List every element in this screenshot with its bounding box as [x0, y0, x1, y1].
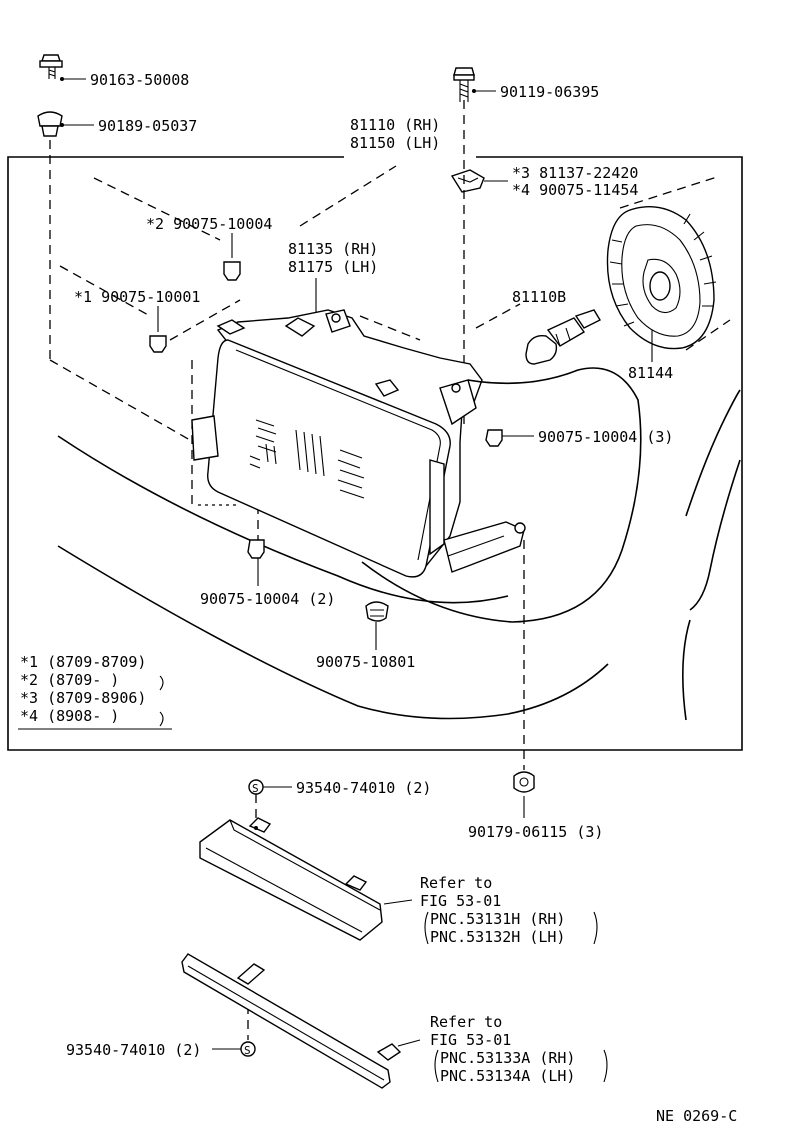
part-number: *2 90075-10004	[146, 215, 272, 233]
svg-text:PNC.53132H (LH): PNC.53132H (LH)	[430, 928, 565, 946]
part-number: 81135 (RH)	[288, 240, 378, 258]
s-marker: S	[248, 779, 264, 795]
headlamp-icon	[191, 309, 526, 578]
socket-cover-icon	[606, 206, 717, 350]
clip-icon	[450, 169, 508, 193]
part-number: *4 90075-11454	[512, 181, 638, 199]
part-number: 81175 (LH)	[288, 258, 378, 276]
nut-icon	[149, 335, 167, 353]
main-frame	[7, 156, 743, 751]
part-number: 90119-06395	[500, 83, 599, 101]
svg-text:S: S	[252, 782, 259, 795]
reference-note: Refer to FIG 53-01 PNC.53133A (RH) PNC.5…	[430, 1013, 608, 1085]
clip-icon	[37, 111, 94, 137]
clip-icon	[365, 601, 389, 622]
bolt-icon	[39, 54, 86, 81]
molding-icon	[199, 817, 383, 941]
svg-text:Refer to: Refer to	[430, 1013, 502, 1031]
nut-icon	[223, 261, 241, 281]
nut-icon	[485, 429, 503, 447]
nut-icon	[513, 771, 535, 793]
svg-text:FIG 53-01: FIG 53-01	[420, 892, 501, 910]
figure-code: NE 0269-C	[656, 1107, 737, 1125]
svg-text:FIG 53-01: FIG 53-01	[430, 1031, 511, 1049]
legend-row: *2 (8709- )	[20, 671, 119, 689]
part-number: 90179-06115 (3)	[468, 823, 603, 841]
svg-text:S: S	[244, 1044, 251, 1057]
part-number: 93540-74010 (2)	[296, 779, 431, 797]
part-number: 81110B	[512, 288, 566, 306]
part-number: 81144	[628, 364, 673, 382]
legend-row: *4 (8908- )	[20, 707, 119, 725]
legend: *1 (8709-8709) *2 (8709- ) *3 (8709-8906…	[18, 653, 172, 730]
svg-text:PNC.53134A (LH): PNC.53134A (LH)	[440, 1067, 575, 1085]
nut-icon	[247, 539, 265, 559]
s-marker: S	[240, 1041, 256, 1057]
part-number: *3 81137-22420	[512, 164, 638, 182]
part-number: 90189-05037	[98, 117, 197, 135]
bulb-icon	[525, 309, 601, 365]
legend-row: *1 (8709-8709)	[20, 653, 146, 671]
svg-text:PNC.53133A (RH): PNC.53133A (RH)	[440, 1049, 575, 1067]
part-number: 81150 (LH)	[350, 134, 440, 152]
part-number: *1 90075-10001	[74, 288, 200, 306]
svg-text:Refer to: Refer to	[420, 874, 492, 892]
bolt-icon	[453, 67, 496, 102]
svg-text:PNC.53131H (RH): PNC.53131H (RH)	[430, 910, 565, 928]
part-number: 93540-74010 (2)	[66, 1041, 201, 1059]
reference-note: Refer to FIG 53-01 PNC.53131H (RH) PNC.5…	[420, 874, 598, 946]
body-outline	[57, 367, 741, 721]
legend-row: *3 (8709-8906)	[20, 689, 146, 707]
part-number: 90075-10004 (3)	[538, 428, 673, 446]
part-number: 90163-50008	[90, 71, 189, 89]
part-number: 81110 (RH)	[350, 116, 440, 134]
molding-icon	[181, 953, 402, 1089]
part-number: 90075-10801	[316, 653, 415, 671]
part-number: 90075-10004 (2)	[200, 590, 335, 608]
